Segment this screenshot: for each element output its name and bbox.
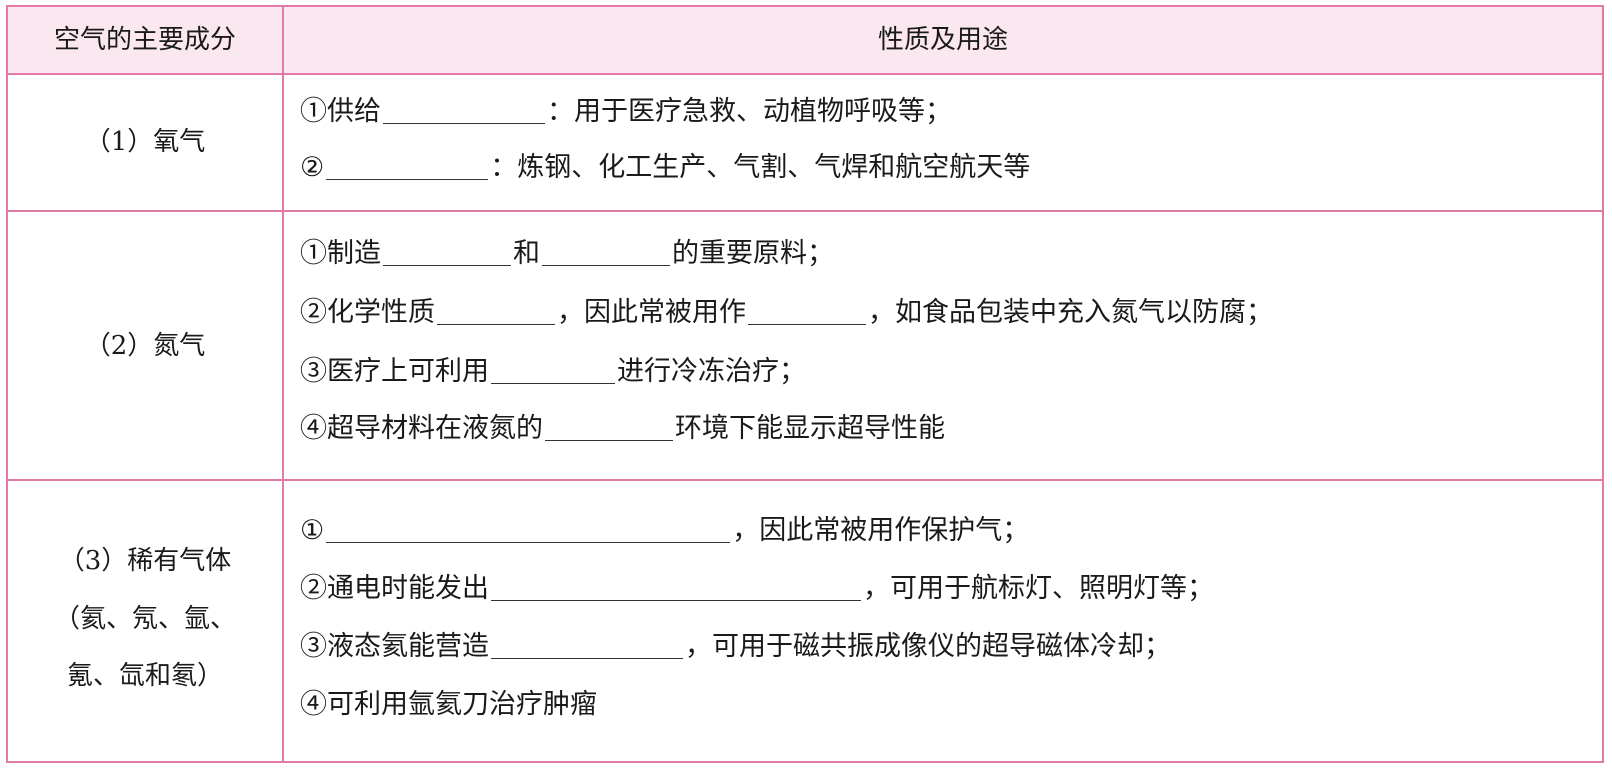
text: ④超导材料在液氮的 <box>300 413 543 444</box>
fill-blank[interactable] <box>491 630 683 659</box>
noble-line-2: ②通电时能发出 ，可用于航标灯、照明灯等； <box>300 569 1214 609</box>
text: ②通电时能发出 <box>300 573 489 604</box>
fill-blank[interactable] <box>326 151 489 180</box>
header-property-use: 性质及用途 <box>877 25 1008 55</box>
text: ① <box>300 515 325 546</box>
fill-blank[interactable] <box>326 514 731 543</box>
composition-table: 空气的主要成分 性质及用途 （1）氧气 ①供给 ：用于医疗急救、动植物呼吸等； ②… <box>6 5 1604 763</box>
text: ② <box>300 152 325 183</box>
text: ：炼钢、化工生产、气割、气焊和航空航天等 <box>490 152 1031 183</box>
row-name-oxygen: （1）氧气 <box>84 127 206 157</box>
noble-line-3: ③液态氦能营造 ，可用于磁共振成像仪的超导磁体冷却； <box>300 627 1171 667</box>
fill-blank[interactable] <box>491 355 615 384</box>
text: ②化学性质 <box>300 297 435 328</box>
oxygen-line-2: ② ：炼钢、化工生产、气割、气焊和航空航天等 <box>300 148 1030 188</box>
text: ①供给 <box>300 96 381 127</box>
row-name-noble-gases-1: （3）稀有气体 <box>58 546 232 576</box>
noble-line-4: ④可利用氩氦刀治疗肿瘤 <box>300 685 597 725</box>
row-divider <box>8 210 1602 212</box>
text: ③医疗上可利用 <box>300 356 489 387</box>
text: ③液态氦能营造 <box>300 631 489 662</box>
nitrogen-line-1: ①制造 和 的重要原料； <box>300 234 834 274</box>
fill-blank[interactable] <box>383 95 545 124</box>
table-header: 空气的主要成分 性质及用途 <box>8 7 1602 73</box>
text: ，因此常被用作保护气； <box>732 515 1030 546</box>
fill-blank[interactable] <box>748 296 866 325</box>
text: ，如食品包装中充入氮气以防腐； <box>868 297 1273 328</box>
fill-blank[interactable] <box>437 296 555 325</box>
text: ，可用于航标灯、照明灯等； <box>863 573 1214 604</box>
text: ，可用于磁共振成像仪的超导磁体冷却； <box>685 631 1171 662</box>
text: ①制造 <box>300 238 381 269</box>
column-divider <box>282 7 284 761</box>
nitrogen-line-4: ④超导材料在液氮的 环境下能显示超导性能 <box>300 409 945 449</box>
text: 进行冷冻治疗； <box>617 356 806 387</box>
text: 和 <box>513 238 540 269</box>
row-name-nitrogen: （2）氮气 <box>84 331 206 361</box>
row-name-noble-gases-2: （氦、氖、氩、 <box>53 604 236 634</box>
row-name-noble-gases-3: 氪、氙和氡） <box>66 661 223 691</box>
text: ，因此常被用作 <box>557 297 746 328</box>
fill-blank[interactable] <box>542 237 670 266</box>
text: ：用于医疗急救、动植物呼吸等； <box>547 96 952 127</box>
text: 环境下能显示超导性能 <box>675 413 945 444</box>
row-divider <box>8 73 1602 75</box>
oxygen-line-1: ①供给 ：用于医疗急救、动植物呼吸等； <box>300 92 952 132</box>
nitrogen-line-3: ③医疗上可利用 进行冷冻治疗； <box>300 352 806 392</box>
fill-blank[interactable] <box>491 572 861 601</box>
row-divider <box>8 479 1602 481</box>
noble-line-1: ① ，因此常被用作保护气； <box>300 511 1029 551</box>
fill-blank[interactable] <box>383 237 511 266</box>
nitrogen-line-2: ②化学性质 ，因此常被用作 ，如食品包装中充入氮气以防腐； <box>300 293 1273 333</box>
header-component: 空气的主要成分 <box>53 25 236 55</box>
fill-blank[interactable] <box>545 412 673 441</box>
text: 的重要原料； <box>672 238 834 269</box>
text: ④可利用氩氦刀治疗肿瘤 <box>300 689 597 720</box>
